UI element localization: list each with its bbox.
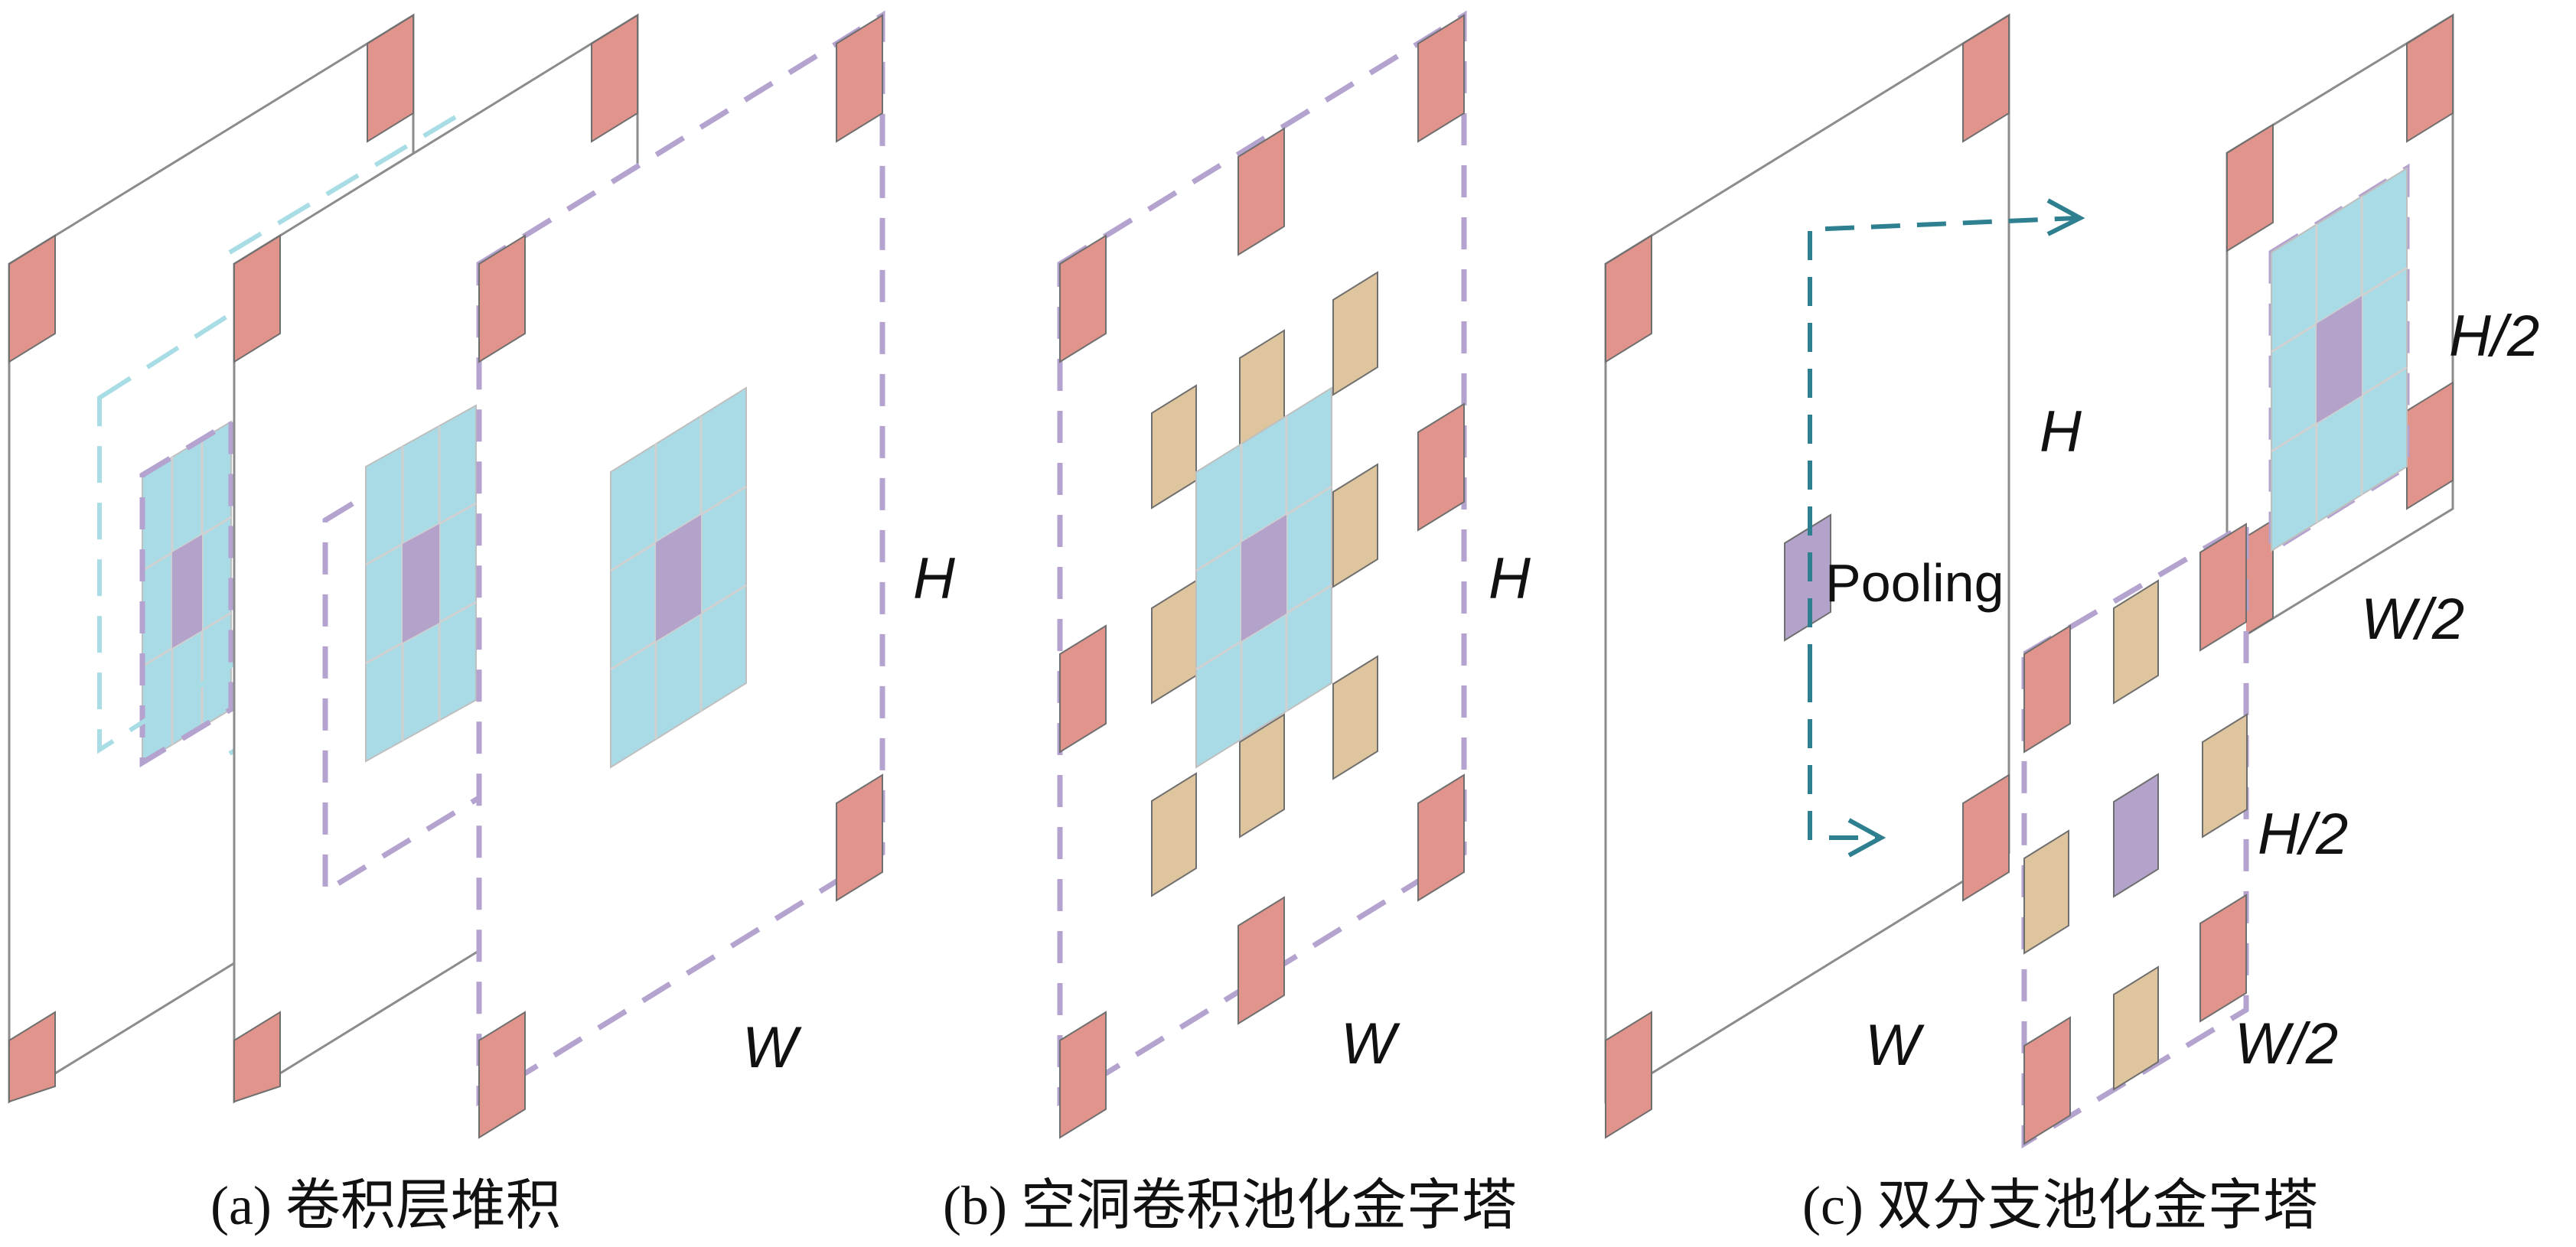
caption-c: (c) 双分支池化金字塔 — [1802, 1175, 2318, 1236]
panel-c-branch-upper-plane — [2225, 13, 2454, 649]
panel-c-upper-width-label: W/2 — [2361, 587, 2464, 652]
caption-b: (b) 空洞卷积池化金字塔 — [943, 1175, 1517, 1236]
panel-b-dilated-pooling-pyramid: H W — [1057, 10, 1531, 1139]
panel-a-plane-3 — [476, 10, 885, 1139]
panel-c-pool-arrow-right — [1808, 216, 2079, 673]
panel-c-branch-upper-kernel — [2271, 167, 2408, 552]
panel-a-plane-1-kernel — [139, 416, 234, 768]
panel-b-dilated-samples — [1151, 271, 1378, 897]
caption-a: (a) 卷积层堆积 — [210, 1175, 561, 1236]
panel-a-convolution-stacking: H W — [8, 10, 955, 1139]
panel-c-dual-branch-pooling-pyramid: Pooling H W H/2 W/2 — [1604, 13, 2539, 1149]
panel-c-branch-lower-plane — [2021, 519, 2249, 1149]
panel-c-pooling-label: Pooling — [1825, 553, 2004, 613]
panel-a-plane-2-kernel — [365, 404, 477, 763]
panel-a-plane-3-kernel — [610, 386, 747, 769]
panel-c-width-label: W — [1865, 1013, 1925, 1078]
panel-b-width-label: W — [1341, 1011, 1400, 1076]
panel-a-height-label: H — [913, 546, 955, 611]
panel-c-upper-height-label: H/2 — [2449, 304, 2539, 369]
panel-b-height-label: H — [1489, 546, 1531, 611]
panel-c-height-label: H — [2040, 399, 2082, 464]
panel-c-lower-height-label: H/2 — [2258, 802, 2348, 867]
panel-c-lower-width-label: W/2 — [2235, 1011, 2338, 1076]
panel-c-pool-arrow-down — [1808, 673, 1879, 840]
panel-b-kernel — [1195, 386, 1332, 769]
panel-a-width-label: W — [742, 1015, 802, 1080]
